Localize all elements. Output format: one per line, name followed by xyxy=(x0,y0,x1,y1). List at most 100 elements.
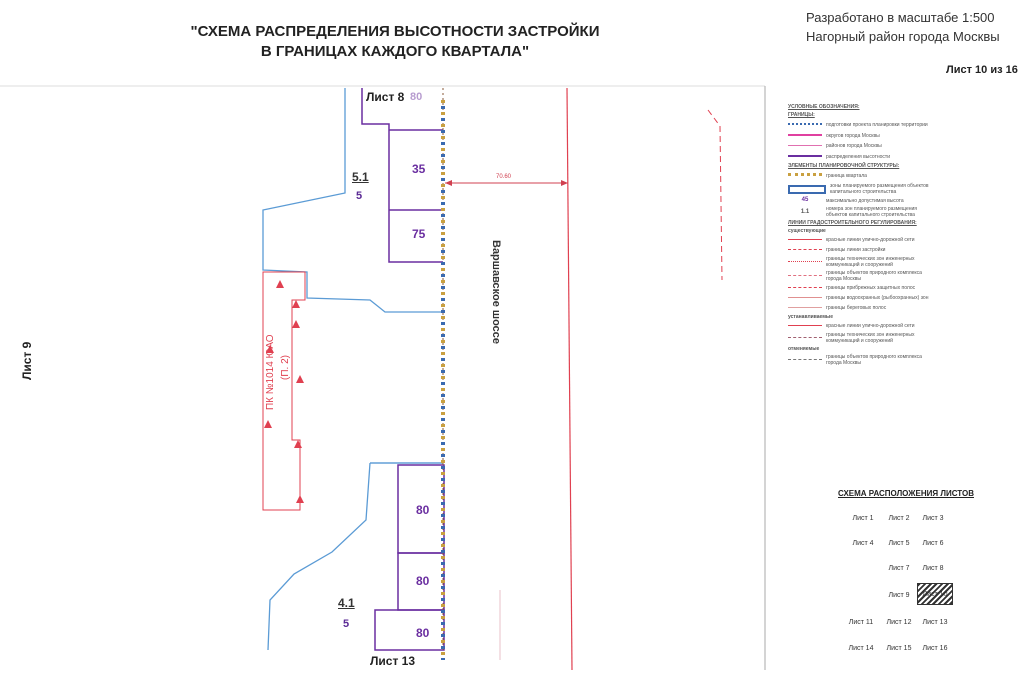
sheet-cell: Лист 5 xyxy=(888,539,910,547)
sheet-cell: Лист 6 xyxy=(922,539,944,547)
title-line-1: "СХЕМА РАСПРЕДЕЛЕНИЯ ВЫСОТНОСТИ ЗАСТРОЙК… xyxy=(190,23,600,40)
legend-row: красные линии улично-дорожной сети xyxy=(788,236,938,244)
zone-id-lower: 4.1 xyxy=(338,596,355,610)
dimension-arrow-right xyxy=(561,180,568,186)
legend-row: подготовки проекта планировки территории xyxy=(788,120,938,129)
sheet-cell: Лист 1 xyxy=(852,514,874,522)
dimension-value: 70.60 xyxy=(496,174,512,180)
top-sheet-label: Лист 8 xyxy=(366,90,405,104)
legend-row: границы объектов природного комплекса го… xyxy=(788,270,938,282)
legend-row: границы линии застройки xyxy=(788,246,938,254)
sheet-cell-active: Лист 10 xyxy=(917,583,953,605)
legend-heading: ЭЛЕМЕНТЫ ПЛАНИРОВОЧНОЙ СТРУКТУРЫ: xyxy=(788,163,900,169)
legend-row: границы технических зон инженерных комму… xyxy=(788,256,938,268)
legend-row: границы береговых полос xyxy=(788,304,938,312)
legend-heading: ЛИНИИ ГРАДОСТРОИТЕЛЬНОГО РЕГУЛИРОВАНИЯ: xyxy=(788,220,917,226)
legend-symbol xyxy=(788,261,822,269)
legend-symbol xyxy=(788,134,822,143)
top-sheet-height: 80 xyxy=(410,91,423,103)
legend-row: зоны планируемого размещения объектов ка… xyxy=(788,183,938,195)
legend-row: границы технических зон инженерных комму… xyxy=(788,332,938,344)
monument-marker xyxy=(292,300,300,308)
title-line-2: В ГРАНИЦАХ КАЖДОГО КВАРТАЛА" xyxy=(260,43,530,60)
dimension-arrow-left xyxy=(445,180,452,186)
legend-row: границы водоохранных (рыбоохранных) зон xyxy=(788,294,938,302)
legend-panel: УСЛОВНЫЕ ОБОЗНАЧЕНИЯ: ГРАНИЦЫ: подготовк… xyxy=(788,102,938,368)
legend-symbol xyxy=(788,287,822,295)
legend-subheading: устанавливаемые xyxy=(788,314,833,320)
sheet-cell: Лист 4 xyxy=(852,539,874,547)
legend-symbol xyxy=(788,173,822,183)
legend-symbol xyxy=(788,325,822,333)
monument-label: ПК №1014 ЮАО xyxy=(265,334,276,410)
monument-marker xyxy=(276,280,284,288)
sheet-cell: Лист 2 xyxy=(888,514,910,522)
block-height-2: 75 xyxy=(412,227,426,241)
monument-marker xyxy=(294,440,302,448)
legend-row: округов города Москвы xyxy=(788,131,938,140)
map-title: "СХЕМА РАСПРЕДЕЛЕНИЯ ВЫСОТНОСТИ ЗАСТРОЙК… xyxy=(150,22,640,62)
sheet-cell: Лист 16 xyxy=(922,644,948,652)
sheet-scheme-grid: Лист 1 Лист 2 Лист 3 Лист 4 Лист 5 Лист … xyxy=(840,506,960,666)
monument-marker xyxy=(264,420,272,428)
legend-subheading: существующие xyxy=(788,228,826,234)
block-outline-top xyxy=(361,88,443,263)
scale-text: Разработано в масштабе 1:500 xyxy=(806,10,995,25)
legend-symbol: 45 xyxy=(801,197,809,203)
legend-symbol: 1.1 xyxy=(800,208,810,215)
monument-markers xyxy=(264,280,304,503)
zone-height-lower: 5 xyxy=(343,618,350,630)
sheet-cell: Лист 3 xyxy=(922,514,944,522)
legend-row: распределения высотности xyxy=(788,152,938,161)
legend-subheading: отменяемые xyxy=(788,346,820,352)
legend-heading: ГРАНИЦЫ: xyxy=(788,112,815,118)
scale-info: Разработано в масштабе 1:500 Нагорный ра… xyxy=(806,8,1000,46)
district-text: Нагорный район города Москвы xyxy=(806,29,1000,44)
block-height-5: 80 xyxy=(416,626,430,640)
legend-symbol xyxy=(788,249,822,257)
legend-symbol xyxy=(788,275,822,283)
legend-row: районов города Москвы xyxy=(788,142,938,150)
block-height-1: 35 xyxy=(412,162,426,176)
legend-row: границы прибрежных защитных полос xyxy=(788,284,938,292)
monument-marker xyxy=(296,495,304,503)
block-height-3: 80 xyxy=(416,503,430,517)
legend-title: УСЛОВНЫЕ ОБОЗНАЧЕНИЯ: xyxy=(788,104,860,110)
monument-marker xyxy=(296,375,304,383)
legend-symbol xyxy=(788,239,822,247)
bottom-sheet-label: Лист 13 xyxy=(370,654,416,668)
sheet-cell: Лист 15 xyxy=(886,644,912,652)
monument-zone xyxy=(262,271,306,511)
monument-sub-label: (П. 2) xyxy=(280,355,291,380)
sheet-cell: Лист 8 xyxy=(922,564,944,572)
sheet-cell: Лист 13 xyxy=(922,618,948,626)
legend-row: границы объектов природного комплекса го… xyxy=(788,354,938,366)
sheet-cell: Лист 14 xyxy=(848,644,874,652)
red-line-street xyxy=(566,87,573,671)
block-80-c xyxy=(374,609,445,651)
zone-boundary-upper xyxy=(262,88,443,313)
legend-symbol xyxy=(788,307,822,315)
sheet-scheme-title: СХЕМА РАСПОЛОЖЕНИЯ ЛИСТОВ xyxy=(838,489,974,498)
legend-row: граница квартала xyxy=(788,171,938,181)
red-line-dashed xyxy=(707,109,723,281)
legend-symbol xyxy=(788,337,822,345)
left-sheet-label: Лист 9 xyxy=(20,341,34,380)
legend-symbol xyxy=(788,297,822,305)
sheet-number: Лист 10 из 16 xyxy=(946,64,1018,76)
street-name: Варшавское шоссе xyxy=(490,240,502,345)
legend-symbol xyxy=(788,184,826,194)
legend-symbol xyxy=(788,123,822,132)
legend-symbol xyxy=(788,359,822,367)
legend-symbol xyxy=(788,155,822,164)
sheet-cell: Лист 12 xyxy=(886,618,912,626)
block-height-4: 80 xyxy=(416,574,430,588)
monument-marker xyxy=(266,345,274,353)
legend-row: красные линии улично-дорожной сети xyxy=(788,322,938,330)
zone-id-upper: 5.1 xyxy=(352,170,369,184)
legend-symbol xyxy=(788,145,822,153)
sheet-cell: Лист 9 xyxy=(888,591,910,599)
